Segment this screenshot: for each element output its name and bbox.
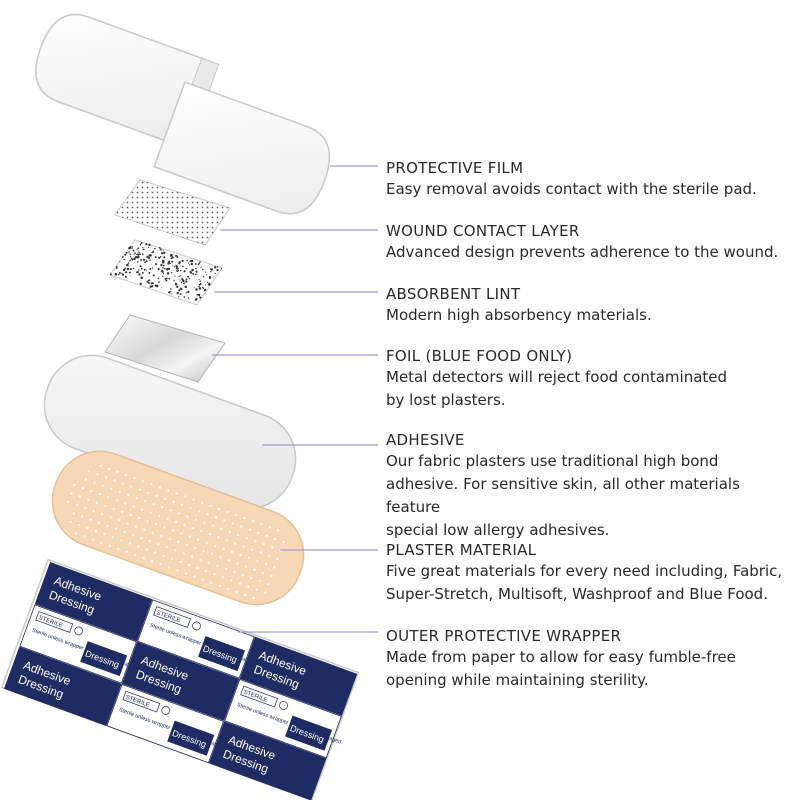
- protective-film-layer: [35, 13, 331, 215]
- layer-title: WOUND CONTACT LAYER: [386, 222, 580, 240]
- layer-description: Advanced design prevents adherence to th…: [386, 243, 779, 261]
- layer-title: PROTECTIVE FILM: [386, 159, 524, 177]
- layer-title: ADHESIVE: [386, 431, 465, 449]
- plaster-material-layer: [51, 450, 305, 606]
- label-wound-contact-layer: WOUND CONTACT LAYER Advanced design prev…: [386, 221, 796, 264]
- absorbent-lint-layer: [109, 239, 223, 306]
- label-adhesive: ADHESIVE Our fabric plasters use traditi…: [386, 430, 796, 542]
- layer-description: Modern high absorbency materials.: [386, 306, 652, 324]
- label-absorbent-lint: ABSORBENT LINT Modern high absorbency ma…: [386, 284, 796, 327]
- layer-title: PLASTER MATERIAL: [386, 541, 537, 559]
- layer-description: Five great materials for every need incl…: [386, 562, 783, 603]
- leader-lines: [212, 165, 378, 633]
- layer-title: OUTER PROTECTIVE WRAPPER: [386, 627, 622, 645]
- label-protective-film: PROTECTIVE FILM Easy removal avoids cont…: [386, 158, 796, 201]
- layer-description: Our fabric plasters use traditional high…: [386, 452, 740, 539]
- layer-title: FOIL (BLUE FOOD ONLY): [386, 347, 573, 365]
- label-foil: FOIL (BLUE FOOD ONLY) Metal detectors wi…: [386, 346, 796, 412]
- layer-description: Metal detectors will reject food contami…: [386, 368, 728, 409]
- layer-title: ABSORBENT LINT: [386, 285, 521, 303]
- layer-description: Made from paper to allow for easy fumble…: [386, 648, 736, 689]
- label-outer-wrapper: OUTER PROTECTIVE WRAPPER Made from paper…: [386, 626, 796, 692]
- layer-description: Easy removal avoids contact with the ste…: [386, 180, 757, 198]
- wound-contact-layer: [114, 179, 231, 246]
- foil-layer: [104, 314, 226, 383]
- label-plaster-material: PLASTER MATERIAL Five great materials fo…: [386, 540, 796, 606]
